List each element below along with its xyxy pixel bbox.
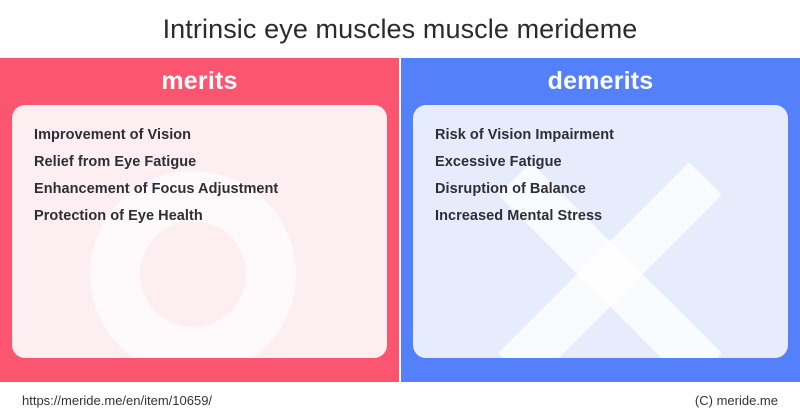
- list-item: Relief from Eye Fatigue: [34, 154, 197, 170]
- demerits-panel: demerits Risk of Vision Impairment Exces…: [401, 58, 800, 382]
- merits-heading: merits: [161, 67, 238, 95]
- merits-card: Improvement of Vision Relief from Eye Fa…: [12, 105, 387, 358]
- copyright-text: (C) meride.me: [694, 392, 778, 408]
- page-title: Intrinsic eye muscles muscle merideme: [162, 13, 638, 44]
- merits-list: Improvement of Vision Relief from Eye Fa…: [34, 122, 387, 230]
- list-item: Improvement of Vision: [34, 127, 192, 143]
- merits-panel: merits Improvement of Vision Relief from…: [0, 58, 399, 382]
- demerits-card: Risk of Vision Impairment Excessive Fati…: [413, 105, 788, 358]
- demerits-list: Risk of Vision Impairment Excessive Fati…: [435, 122, 788, 230]
- panels-container: merits Improvement of Vision Relief from…: [0, 58, 800, 382]
- list-item: Enhancement of Focus Adjustment: [34, 181, 279, 197]
- list-item: Disruption of Balance: [435, 181, 586, 197]
- source-url[interactable]: https://meride.me/en/item/10659/: [22, 392, 213, 408]
- demerits-heading: demerits: [547, 67, 654, 95]
- footer: https://meride.me/en/item/10659/ (C) mer…: [0, 382, 800, 418]
- list-item: Excessive Fatigue: [435, 154, 562, 170]
- list-item: Risk of Vision Impairment: [435, 127, 615, 143]
- list-item: Protection of Eye Health: [34, 208, 203, 224]
- list-item: Increased Mental Stress: [435, 208, 603, 224]
